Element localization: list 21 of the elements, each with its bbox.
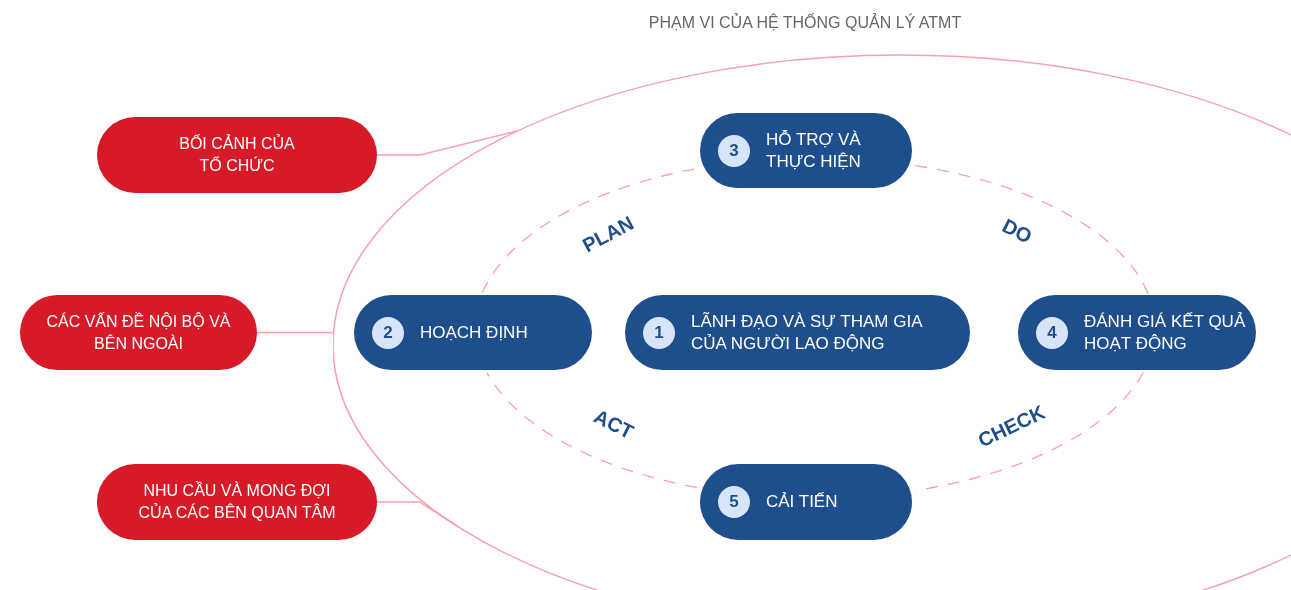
step-label: HỖ TRỢ VÀ THỰC HIỆN	[766, 128, 862, 173]
dashed-cycle-arc	[486, 372, 698, 489]
step-number: 2	[372, 316, 404, 349]
edge-label: DO	[998, 214, 1036, 249]
step-number: 4	[1036, 316, 1068, 349]
scope-label: PHẠM VI CỦA HỆ THỐNG QUẢN LÝ ATMT	[648, 14, 962, 32]
context-label: NHU CẦU VÀ MONG ĐỢI CỦA CÁC BÊN QUAN TÂM	[137, 480, 337, 523]
connector-line	[376, 130, 519, 156]
step-label: LÃNH ĐẠO VÀ SỰ THAM GIA CỦA NGƯỜI LAO ĐỘNG	[691, 310, 924, 355]
step-number: 3	[718, 134, 750, 167]
context-label: BỐI CẢNH CỦA TỔ CHỨC	[178, 133, 296, 176]
connector-line	[256, 331, 335, 334]
edge-label: ACT	[589, 404, 637, 444]
scope-ellipse	[333, 10, 1291, 590]
step-number: 5	[718, 486, 750, 518]
context-label: CÁC VẤN ĐỀ NỘI BỘ VÀ BÊN NGOÀI	[46, 311, 231, 354]
step-label: CẢI TIẾN	[766, 491, 839, 513]
step-number: 1	[643, 316, 675, 349]
step-label: ĐÁNH GIÁ KẾT QUẢ HOẠT ĐỘNG	[1084, 310, 1247, 355]
dashed-cycle-arc	[914, 164, 1149, 295]
step-label: HOẠCH ĐỊNH	[420, 321, 529, 344]
